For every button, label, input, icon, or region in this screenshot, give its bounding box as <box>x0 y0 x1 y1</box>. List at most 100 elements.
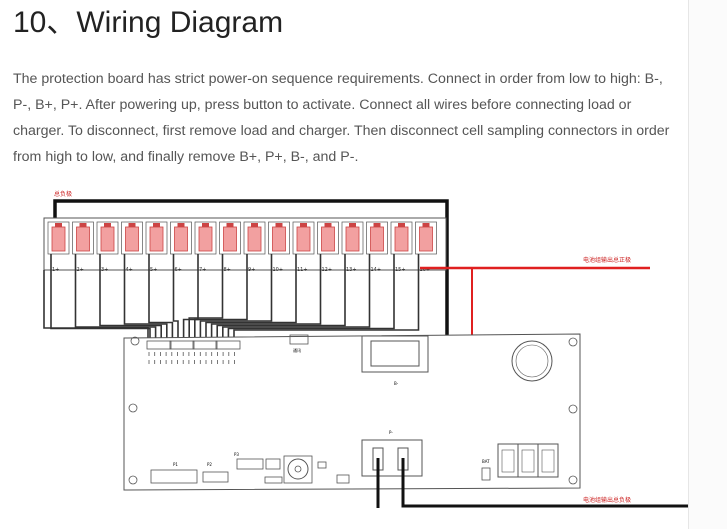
sampling-header-4 <box>215 340 241 350</box>
cell-terminal <box>128 223 136 227</box>
cell-terminal <box>79 223 87 227</box>
sampling-wire <box>74 254 157 342</box>
cell-label: 5+ <box>150 267 157 273</box>
switch-box <box>283 455 313 484</box>
cell-terminal <box>275 223 283 227</box>
p1-label: P1 <box>173 462 178 467</box>
bat-label: BAT <box>482 459 490 464</box>
buzzer <box>287 458 309 480</box>
sampling-wire <box>205 254 297 342</box>
page-title: 10、Wiring Diagram <box>13 6 284 39</box>
sampling-wire <box>148 254 174 342</box>
aux-connector-2 <box>336 474 350 484</box>
board-outline <box>123 333 581 491</box>
cell <box>370 226 384 252</box>
cell-terminal <box>177 223 185 227</box>
sampling-wire <box>199 254 273 342</box>
cell-label: 10+ <box>273 267 284 273</box>
cell-label: 3+ <box>101 267 108 273</box>
page-divider <box>688 0 689 529</box>
cell-terminal <box>153 223 160 227</box>
battery-output-positive-label: 电池组输出总正极 <box>583 256 631 264</box>
cell <box>394 226 409 252</box>
sampling-header-2 <box>169 340 195 350</box>
sampling-wire <box>188 254 224 342</box>
sampling-header-3 <box>192 340 218 350</box>
wiring-diagram: 总负极 1+2+3+4+5+6+7+8+9+10+11+12+13+14+15+… <box>43 190 688 508</box>
p2-label: P2 <box>207 462 212 467</box>
bat-block-3 <box>537 443 559 478</box>
p3-connector <box>236 458 264 470</box>
cell-label: 2+ <box>77 267 84 273</box>
cell-terminal <box>422 223 430 227</box>
pin-marks <box>148 352 235 364</box>
sampling-wire <box>222 254 371 342</box>
b-minus-label: B- <box>394 381 399 386</box>
sampling-header-1 <box>146 340 172 350</box>
cell-label: 6+ <box>175 267 182 273</box>
cell-label: 15+ <box>395 267 406 273</box>
cell-label: 13+ <box>346 267 357 273</box>
cell-label: 11+ <box>297 267 308 273</box>
p2-connector <box>202 471 229 483</box>
cell <box>76 226 90 252</box>
cell-label: 8+ <box>224 267 231 273</box>
p-minus-terminal <box>361 439 423 477</box>
bat-block-inner-2 <box>521 449 535 473</box>
p3-label: P3 <box>234 452 239 457</box>
bat-block-inner-3 <box>541 449 555 473</box>
cell <box>198 226 213 252</box>
mount-hole-bottom-right <box>568 475 578 485</box>
mount-hole-bottom-left <box>128 475 138 485</box>
mount-hole-top-right <box>568 337 578 347</box>
cell-terminal <box>324 223 332 227</box>
cell-label: 14+ <box>371 267 382 273</box>
b-minus-terminal <box>361 335 429 373</box>
cell-label: 4+ <box>126 267 133 273</box>
sampling-wire <box>210 254 322 342</box>
sampling-wire <box>123 254 168 342</box>
activation-button <box>511 340 553 382</box>
battery-output-negative-label: 电池组输出总负极 <box>583 496 631 504</box>
sampling-wire <box>233 254 420 342</box>
cell-terminal <box>398 223 405 227</box>
cell <box>149 226 164 252</box>
cell <box>247 226 262 252</box>
p1-connector <box>150 469 198 484</box>
cell <box>100 226 115 252</box>
usb-port <box>264 476 283 484</box>
cell-terminal <box>373 223 381 227</box>
cell-terminal <box>55 223 62 227</box>
cell-terminal <box>349 223 356 227</box>
buzzer-center <box>294 465 302 473</box>
cell-terminal <box>226 223 234 227</box>
aux-connector-1 <box>317 461 327 469</box>
mount-hole-top-left <box>130 336 140 346</box>
cell-terminal <box>202 223 209 227</box>
cell <box>125 226 139 252</box>
sampling-wire <box>172 254 179 342</box>
cell <box>321 226 335 252</box>
cell-terminal <box>300 223 307 227</box>
cell-label: 7+ <box>199 267 206 273</box>
sampling-wires <box>43 254 420 342</box>
p-minus-output-wire-2 <box>401 458 688 508</box>
sampling-wire <box>227 254 395 342</box>
cell <box>51 226 66 252</box>
cell-label: 9+ <box>248 267 255 273</box>
cell-label: 12+ <box>322 267 333 273</box>
cell <box>345 226 360 252</box>
cell-label: 16+ <box>420 267 431 273</box>
mount-hole-right-mid <box>568 404 578 414</box>
sampling-wire <box>216 254 346 342</box>
activation-button-inner <box>515 344 549 378</box>
cell <box>223 226 237 252</box>
comm-connector <box>289 334 309 345</box>
cell-terminal <box>251 223 258 227</box>
total-negative-label: 总负极 <box>54 190 72 198</box>
small-connector <box>265 458 281 470</box>
p-minus-label: P- <box>389 430 393 435</box>
bat-terminal <box>481 467 491 481</box>
comm-connector-label: 通讯 <box>293 347 301 353</box>
sampling-wire <box>99 254 162 342</box>
